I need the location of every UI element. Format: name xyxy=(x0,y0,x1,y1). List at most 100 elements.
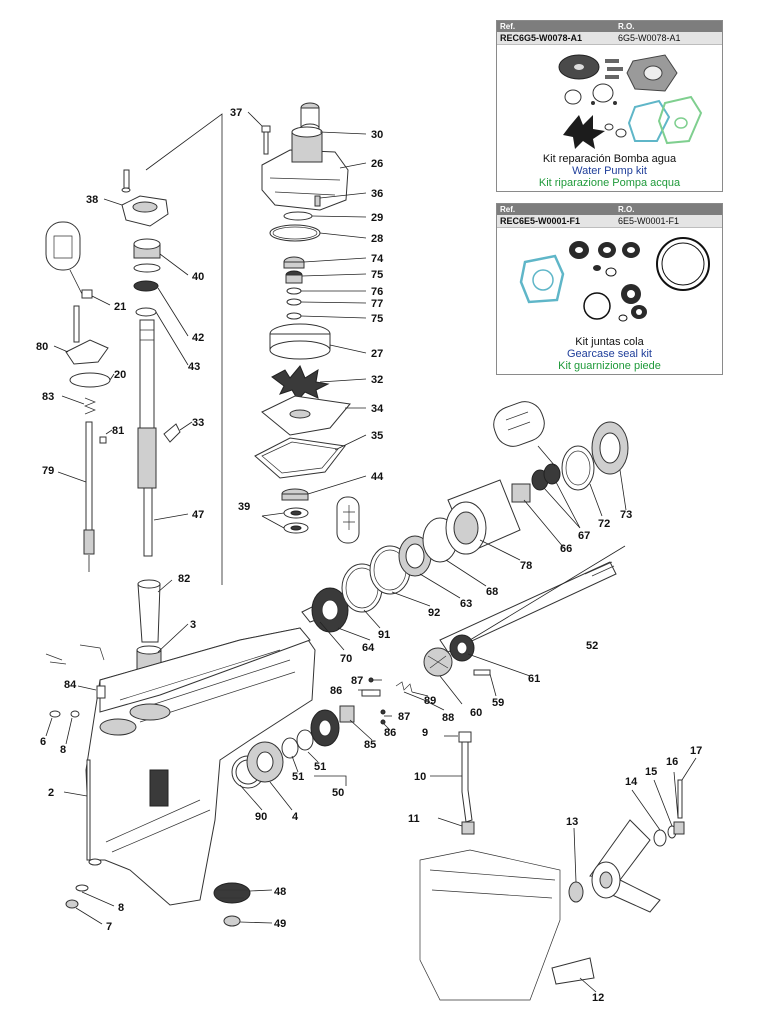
kit-code-row: REC6E5-W0001-F1 6E5-W0001-F1 xyxy=(497,215,722,228)
kit-description-italian: Kit riparazione Pompa acqua xyxy=(538,177,681,189)
part-label-28: 28 xyxy=(371,233,383,245)
ro-header: R.O. xyxy=(618,205,635,214)
part-label-68: 68 xyxy=(486,586,498,598)
water-pump-kit-box: Ref. R.O. REC6G5-W0078-A1 6G5-W0078-A1 xyxy=(496,20,723,192)
gearcase-seal-kit-box: Ref. R.O. REC6E5-W0001-F1 6E5-W0001-F1 xyxy=(496,203,723,375)
part-label-51-right: 51 xyxy=(314,761,326,773)
kit-description-spanish: Kit reparación Bomba agua xyxy=(542,153,677,165)
part-label-10: 10 xyxy=(414,771,426,783)
part-label-7: 7 xyxy=(106,921,112,933)
part-label-48: 48 xyxy=(274,886,286,898)
part-label-86-lower: 86 xyxy=(384,727,396,739)
part-label-64: 64 xyxy=(362,642,375,654)
kit-code-row: REC6G5-W0078-A1 6G5-W0078-A1 xyxy=(497,32,722,45)
part-label-30: 30 xyxy=(371,129,383,141)
part-label-16: 16 xyxy=(666,756,678,768)
part-label-32: 32 xyxy=(371,374,383,386)
part-label-49: 49 xyxy=(274,918,286,930)
part-label-2: 2 xyxy=(48,787,54,799)
part-label-14: 14 xyxy=(625,776,638,788)
part-label-79: 79 xyxy=(42,465,54,477)
part-label-50: 50 xyxy=(332,787,344,799)
ref-code: REC6E5-W0001-F1 xyxy=(500,216,581,226)
part-label-33: 33 xyxy=(192,417,204,429)
part-label-13: 13 xyxy=(566,816,578,828)
part-label-90: 90 xyxy=(255,811,267,823)
part-label-86-upper: 86 xyxy=(330,685,342,697)
part-label-4: 4 xyxy=(292,811,299,823)
part-label-91: 91 xyxy=(378,629,390,641)
part-label-75-lower: 75 xyxy=(371,313,383,325)
part-label-9: 9 xyxy=(422,727,428,739)
part-label-83: 83 xyxy=(42,391,54,403)
part-label-87-lower: 87 xyxy=(398,711,410,723)
gearcase-seal-kit-parts-illustration xyxy=(519,237,710,322)
kit-header: Ref. R.O. xyxy=(497,21,722,32)
part-label-73: 73 xyxy=(620,509,632,521)
part-label-21: 21 xyxy=(114,301,126,313)
part-label-60: 60 xyxy=(470,707,482,719)
part-label-39: 39 xyxy=(238,501,250,513)
part-label-88: 88 xyxy=(442,712,454,724)
part-label-75: 75 xyxy=(371,269,383,281)
kit-description-italian: Kit guarnizione piede xyxy=(558,360,661,372)
part-label-8-lower: 8 xyxy=(118,902,124,914)
part-label-66: 66 xyxy=(560,543,572,555)
part-label-59: 59 xyxy=(492,697,504,709)
part-label-78: 78 xyxy=(520,560,532,572)
part-label-17: 17 xyxy=(690,745,702,757)
part-label-29: 29 xyxy=(371,212,383,224)
part-label-77: 77 xyxy=(371,298,383,310)
kit-description-english: Water Pump kit xyxy=(572,165,647,177)
part-label-92: 92 xyxy=(428,607,440,619)
gearcase-seal-kit-image xyxy=(497,228,722,336)
kit-header: Ref. R.O. xyxy=(497,204,722,215)
part-label-82: 82 xyxy=(178,573,190,585)
part-label-81: 81 xyxy=(112,425,124,437)
part-label-34: 34 xyxy=(371,403,384,415)
part-label-38: 38 xyxy=(86,194,98,206)
part-label-43: 43 xyxy=(188,361,200,373)
part-number-labels: 30 26 36 29 28 74 75 76 77 75 27 32 34 3… xyxy=(36,107,702,1004)
part-label-74: 74 xyxy=(371,253,384,265)
part-label-52: 52 xyxy=(586,640,598,652)
part-label-37: 37 xyxy=(230,107,242,119)
part-label-76: 76 xyxy=(371,286,383,298)
part-label-51-left: 51 xyxy=(292,771,304,783)
part-label-44: 44 xyxy=(371,471,384,483)
part-label-6: 6 xyxy=(40,736,46,748)
part-label-47: 47 xyxy=(192,509,204,521)
part-label-26: 26 xyxy=(371,158,383,170)
part-label-35: 35 xyxy=(371,430,383,442)
ro-code: 6E5-W0001-F1 xyxy=(618,216,680,226)
part-label-15: 15 xyxy=(645,766,657,778)
part-label-8-upper: 8 xyxy=(60,744,66,756)
forward-gear-stack xyxy=(231,709,340,789)
part-label-3: 3 xyxy=(190,619,196,631)
gearcase-seal-kit-description: Kit juntas cola Gearcase seal kit Kit gu… xyxy=(497,336,722,372)
water-pump-assembly xyxy=(254,102,360,544)
part-label-67: 67 xyxy=(578,530,590,542)
part-label-80: 80 xyxy=(36,341,48,353)
water-pump-kit-description: Kit reparación Bomba agua Water Pump kit… xyxy=(497,153,722,189)
part-label-12: 12 xyxy=(592,992,604,1004)
part-label-20: 20 xyxy=(114,369,126,381)
propeller-shaft-assembly xyxy=(301,401,629,725)
ref-header: Ref. xyxy=(500,205,516,214)
water-pump-kit-image xyxy=(497,45,722,153)
gearcase-body xyxy=(45,627,316,909)
leader-lines xyxy=(45,111,697,993)
part-label-27: 27 xyxy=(371,348,383,360)
part-label-61: 61 xyxy=(528,673,540,685)
part-label-85: 85 xyxy=(364,739,376,751)
shift-rod-assembly xyxy=(45,221,111,572)
part-label-72: 72 xyxy=(598,518,610,530)
drive-shaft-assembly xyxy=(121,113,223,673)
ref-code: REC6G5-W0078-A1 xyxy=(500,33,583,43)
part-label-11: 11 xyxy=(408,813,420,825)
ro-code: 6G5-W0078-A1 xyxy=(618,33,681,43)
pinion-gear-assembly xyxy=(213,882,251,927)
water-pump-kit-parts-illustration xyxy=(558,54,703,149)
